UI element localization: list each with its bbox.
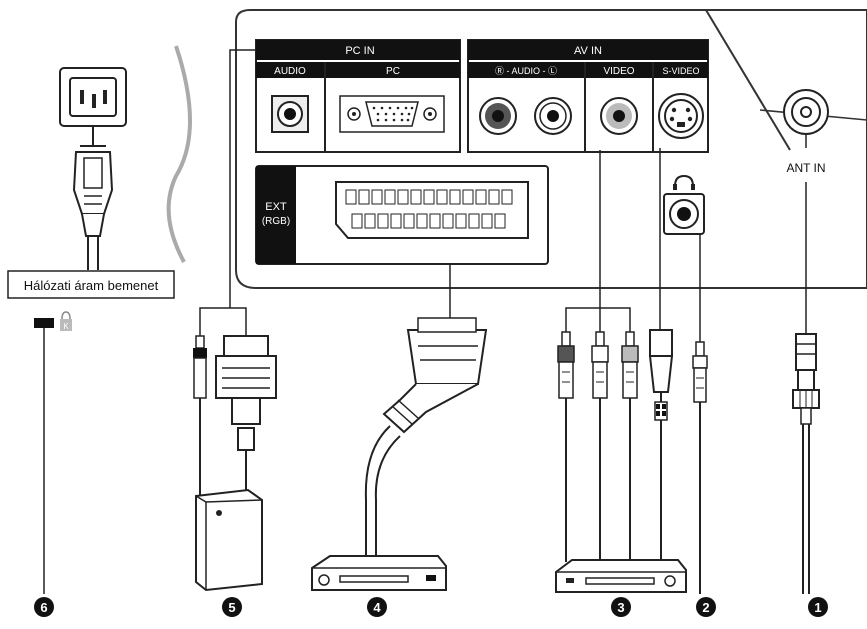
audio-l-jack[interactable]: [534, 97, 572, 135]
pc-vga-port[interactable]: [339, 95, 445, 133]
panel-corner-line: [705, 9, 791, 151]
vga-cable: [215, 335, 277, 496]
s-video-plug: [648, 329, 674, 562]
scart-cable: [364, 317, 488, 556]
power-plug: [72, 126, 114, 270]
kensington-slot: [34, 318, 54, 328]
svg-text:6: 6: [40, 600, 47, 615]
svg-text:1: 1: [814, 600, 821, 615]
headphone-icon: [673, 174, 695, 190]
rca-plug-audio-r: [557, 331, 575, 562]
ext-label: EXT: [265, 201, 287, 213]
scart-port[interactable]: [335, 181, 529, 239]
power-label: Hálózati áram bemenet: [24, 278, 159, 293]
antenna-cable: [792, 333, 820, 594]
lock-letter: K: [63, 322, 69, 331]
rca-plug-video: [621, 331, 639, 562]
headphone-jack[interactable]: [663, 193, 705, 235]
r-audio-l-label: Ⓡ - AUDIO - Ⓛ: [495, 66, 557, 76]
rca-plug-audio-l: [591, 331, 609, 562]
s-video-jack[interactable]: [658, 93, 704, 139]
headphone-plug: [692, 341, 708, 594]
pc-audio-cable: [193, 335, 207, 496]
leader-lines: [199, 49, 807, 342]
audio-r-jack[interactable]: [479, 97, 517, 135]
ext-rgb-block: EXT (RGB): [255, 165, 549, 265]
pc-tower: [195, 488, 263, 592]
number-badge-4: 4: [367, 597, 387, 617]
video-label: VIDEO: [603, 66, 634, 77]
number-badge-3: 3: [611, 597, 631, 617]
s-video-label: S-VIDEO: [662, 66, 699, 76]
svg-text:2: 2: [702, 600, 709, 615]
power-label-box: [7, 270, 175, 299]
number-badge-1: 1: [808, 597, 828, 617]
kensington-lock-icon: K: [60, 311, 72, 331]
svg-text:3: 3: [617, 600, 624, 615]
pc-audio-jack[interactable]: [271, 95, 309, 133]
video-jack[interactable]: [600, 97, 638, 135]
ant-in-label: ANT IN: [786, 161, 825, 175]
av-in-block: AV IN Ⓡ - AUDIO - Ⓛ VIDEO S-VIDEO: [467, 39, 709, 153]
vcr-device-4: [311, 555, 447, 591]
number-badge-6: 6: [34, 597, 54, 617]
svg-text:5: 5: [228, 600, 235, 615]
number-badge-2: 2: [696, 597, 716, 617]
rgb-label: (RGB): [262, 216, 290, 227]
panel-edge-curve: [166, 45, 192, 263]
audio-label: AUDIO: [274, 66, 306, 77]
pc-label: PC: [386, 66, 400, 77]
pc-in-label: PC IN: [345, 45, 374, 57]
ant-in-jack[interactable]: [783, 89, 829, 135]
svg-text:4: 4: [373, 600, 381, 615]
number-badge-5: 5: [222, 597, 242, 617]
vcr-device-3: [555, 559, 687, 593]
pc-in-block: PC IN AUDIO PC: [255, 39, 461, 153]
av-in-label: AV IN: [574, 45, 602, 57]
power-socket[interactable]: [59, 67, 127, 127]
